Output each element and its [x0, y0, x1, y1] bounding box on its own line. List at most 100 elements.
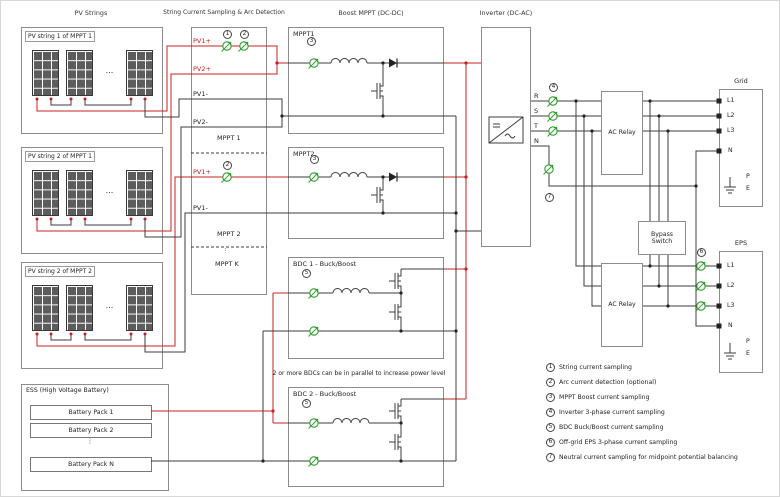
callout-4: 4 — [549, 83, 558, 92]
legend-text-7: Neutral current sampling for midpoint po… — [559, 454, 738, 461]
eps-l3-label: L3 — [727, 302, 735, 309]
eps-l2-label: L2 — [727, 282, 735, 289]
legend-num-5: 5 — [546, 423, 555, 432]
legend-item: 5 BDC Buck/Boost current sampling — [546, 423, 664, 432]
legend-item: 6 Off-grid EPS 3-phase current sampling — [546, 438, 677, 447]
legend-num-1: 1 — [546, 363, 555, 372]
pv-string-2-title: PV string 2 of MPPT 1 — [25, 151, 95, 162]
current-sensor-icon — [546, 126, 558, 138]
callout-3: 3 — [307, 37, 316, 46]
mppt2-section-label: MPPT 2 — [217, 230, 241, 238]
pv1-minus-label: PV1- — [193, 90, 208, 98]
pv-panel-icon — [126, 50, 153, 96]
bdc1-box: BDC 1 - Buck/Boost — [288, 257, 444, 359]
pv-string-1-title: PV string 1 of MPPT 1 — [25, 31, 95, 42]
legend-num-4: 4 — [546, 408, 555, 417]
grid-l1-label: L1 — [727, 97, 735, 104]
current-sensor-icon — [694, 301, 706, 313]
callout-2b: 2 — [223, 161, 232, 170]
eps-e-label: E — [746, 350, 750, 357]
bdc-parallel-note: 2 or more BDCs can be in parallel to inc… — [272, 370, 446, 377]
bdc1-title: BDC 1 - Buck/Boost — [293, 260, 357, 268]
legend-text-3: MPPT Boost current sampling — [559, 394, 650, 401]
dc-wires — [444, 62, 481, 462]
pv-panel-icon — [32, 170, 59, 216]
legend-num-2: 2 — [546, 378, 555, 387]
current-sensor-icon — [542, 164, 554, 176]
legend-text-6: Off-grid EPS 3-phase current sampling — [559, 439, 678, 446]
pv-panel-icon — [126, 285, 153, 331]
mpptk-section-label: MPPT K — [215, 260, 239, 268]
pv1-minus-label-2: PV1- — [193, 204, 208, 212]
legend-item: 7 Neutral current sampling for midpoint … — [546, 453, 738, 462]
pv-panel-icon — [126, 170, 153, 216]
pv2-minus-label: PV2- — [193, 118, 208, 126]
callout-3b: 3 — [310, 155, 319, 164]
mppt2-title: MPPT2 — [293, 150, 315, 158]
bdc2-box: BDC 2 - Buck/Boost — [288, 387, 444, 487]
eps-title: EPS — [734, 239, 748, 247]
legend-num-6: 6 — [546, 438, 555, 447]
pv1-plus-label: PV1+ — [193, 37, 211, 45]
pv-panel-icon — [32, 285, 59, 331]
eps-l1-label: L1 — [727, 262, 735, 269]
legend-text-4: Inverter 3-phase current sampling — [559, 409, 665, 416]
ess-title: ESS (High Voltage Battery) — [26, 387, 109, 394]
legend-text-5: BDC Buck/Boost current sampling — [559, 424, 664, 431]
bdc2-title: BDC 2 - Buck/Boost — [293, 390, 357, 398]
sampling-ellipsis: ⋮ — [223, 248, 229, 254]
grid-l2-label: L2 — [727, 112, 735, 119]
panel-ellipsis: ... — [105, 186, 114, 195]
callout-2: 2 — [240, 30, 249, 39]
current-sensor-icon — [694, 261, 706, 273]
inverter-box — [481, 27, 531, 247]
battery-pack-n: Battery Pack N — [30, 457, 152, 472]
phase-n-label: N — [534, 137, 539, 145]
pack-ellipsis: ⋮ — [86, 437, 94, 445]
callout-7: 7 — [545, 193, 554, 202]
battery-pack-1: Battery Pack 1 — [30, 405, 152, 420]
sampling-header: String Current Sampling & Arc Detection — [163, 9, 285, 16]
callout-1: 1 — [223, 30, 232, 39]
current-sensor-icon — [546, 111, 558, 123]
boost-header: Boost MPPT (DC-DC) — [338, 9, 404, 17]
legend-item: 2 Arc current detection (optional) — [546, 378, 656, 387]
grid-n-label: N — [728, 147, 733, 154]
mppt1-section-label: MPPT 1 — [217, 134, 241, 142]
grid-p-label: P — [746, 173, 750, 180]
current-sensor-icon — [694, 281, 706, 293]
mppt1-title: MPPT1 — [293, 30, 315, 38]
pv-string-3-box: PV string 2 of MPPT 2 ... — [21, 262, 163, 369]
legend-item: 3 MPPT Boost current sampling — [546, 393, 650, 402]
pv-panel-icon — [32, 50, 59, 96]
legend-text-1: String current sampling — [559, 364, 632, 371]
legend-num-3: 3 — [546, 393, 555, 402]
pv-strings-header: PV Strings — [74, 9, 108, 17]
grid-title: Grid — [734, 77, 748, 85]
bypass-switch-box: Bypass Switch — [638, 221, 686, 255]
eps-n-label: N — [728, 322, 733, 329]
phase-s-label: S — [534, 107, 539, 115]
phase-r-label: R — [534, 92, 539, 100]
pv-string-2-box: PV string 2 of MPPT 1 ... — [21, 147, 163, 254]
pv-panel-icon — [66, 285, 93, 331]
legend-item: 1 String current sampling — [546, 363, 632, 372]
pv1-plus-label-2: PV1+ — [193, 168, 211, 176]
phase-t-label: T — [534, 122, 538, 130]
callout-5: 5 — [302, 269, 311, 278]
panel-ellipsis: ... — [105, 301, 114, 310]
legend-num-7: 7 — [546, 453, 555, 462]
ess-box: ESS (High Voltage Battery) Battery Pack … — [21, 384, 169, 491]
ac-relay-bottom-box: AC Relay — [601, 263, 643, 347]
eps-p-label: P — [746, 338, 750, 345]
callout-5b: 5 — [302, 399, 311, 408]
grid-l3-label: L3 — [727, 127, 735, 134]
pv2-plus-label: PV2+ — [193, 65, 211, 73]
legend-text-2: Arc current detection (optional) — [559, 379, 657, 386]
pv-string-3-title: PV string 2 of MPPT 2 — [25, 266, 95, 277]
grid-e-label: E — [746, 185, 750, 192]
pv-string-1-box: PV string 1 of MPPT 1 ... — [21, 27, 163, 134]
eps-box — [719, 251, 763, 373]
grid-box — [719, 89, 763, 207]
